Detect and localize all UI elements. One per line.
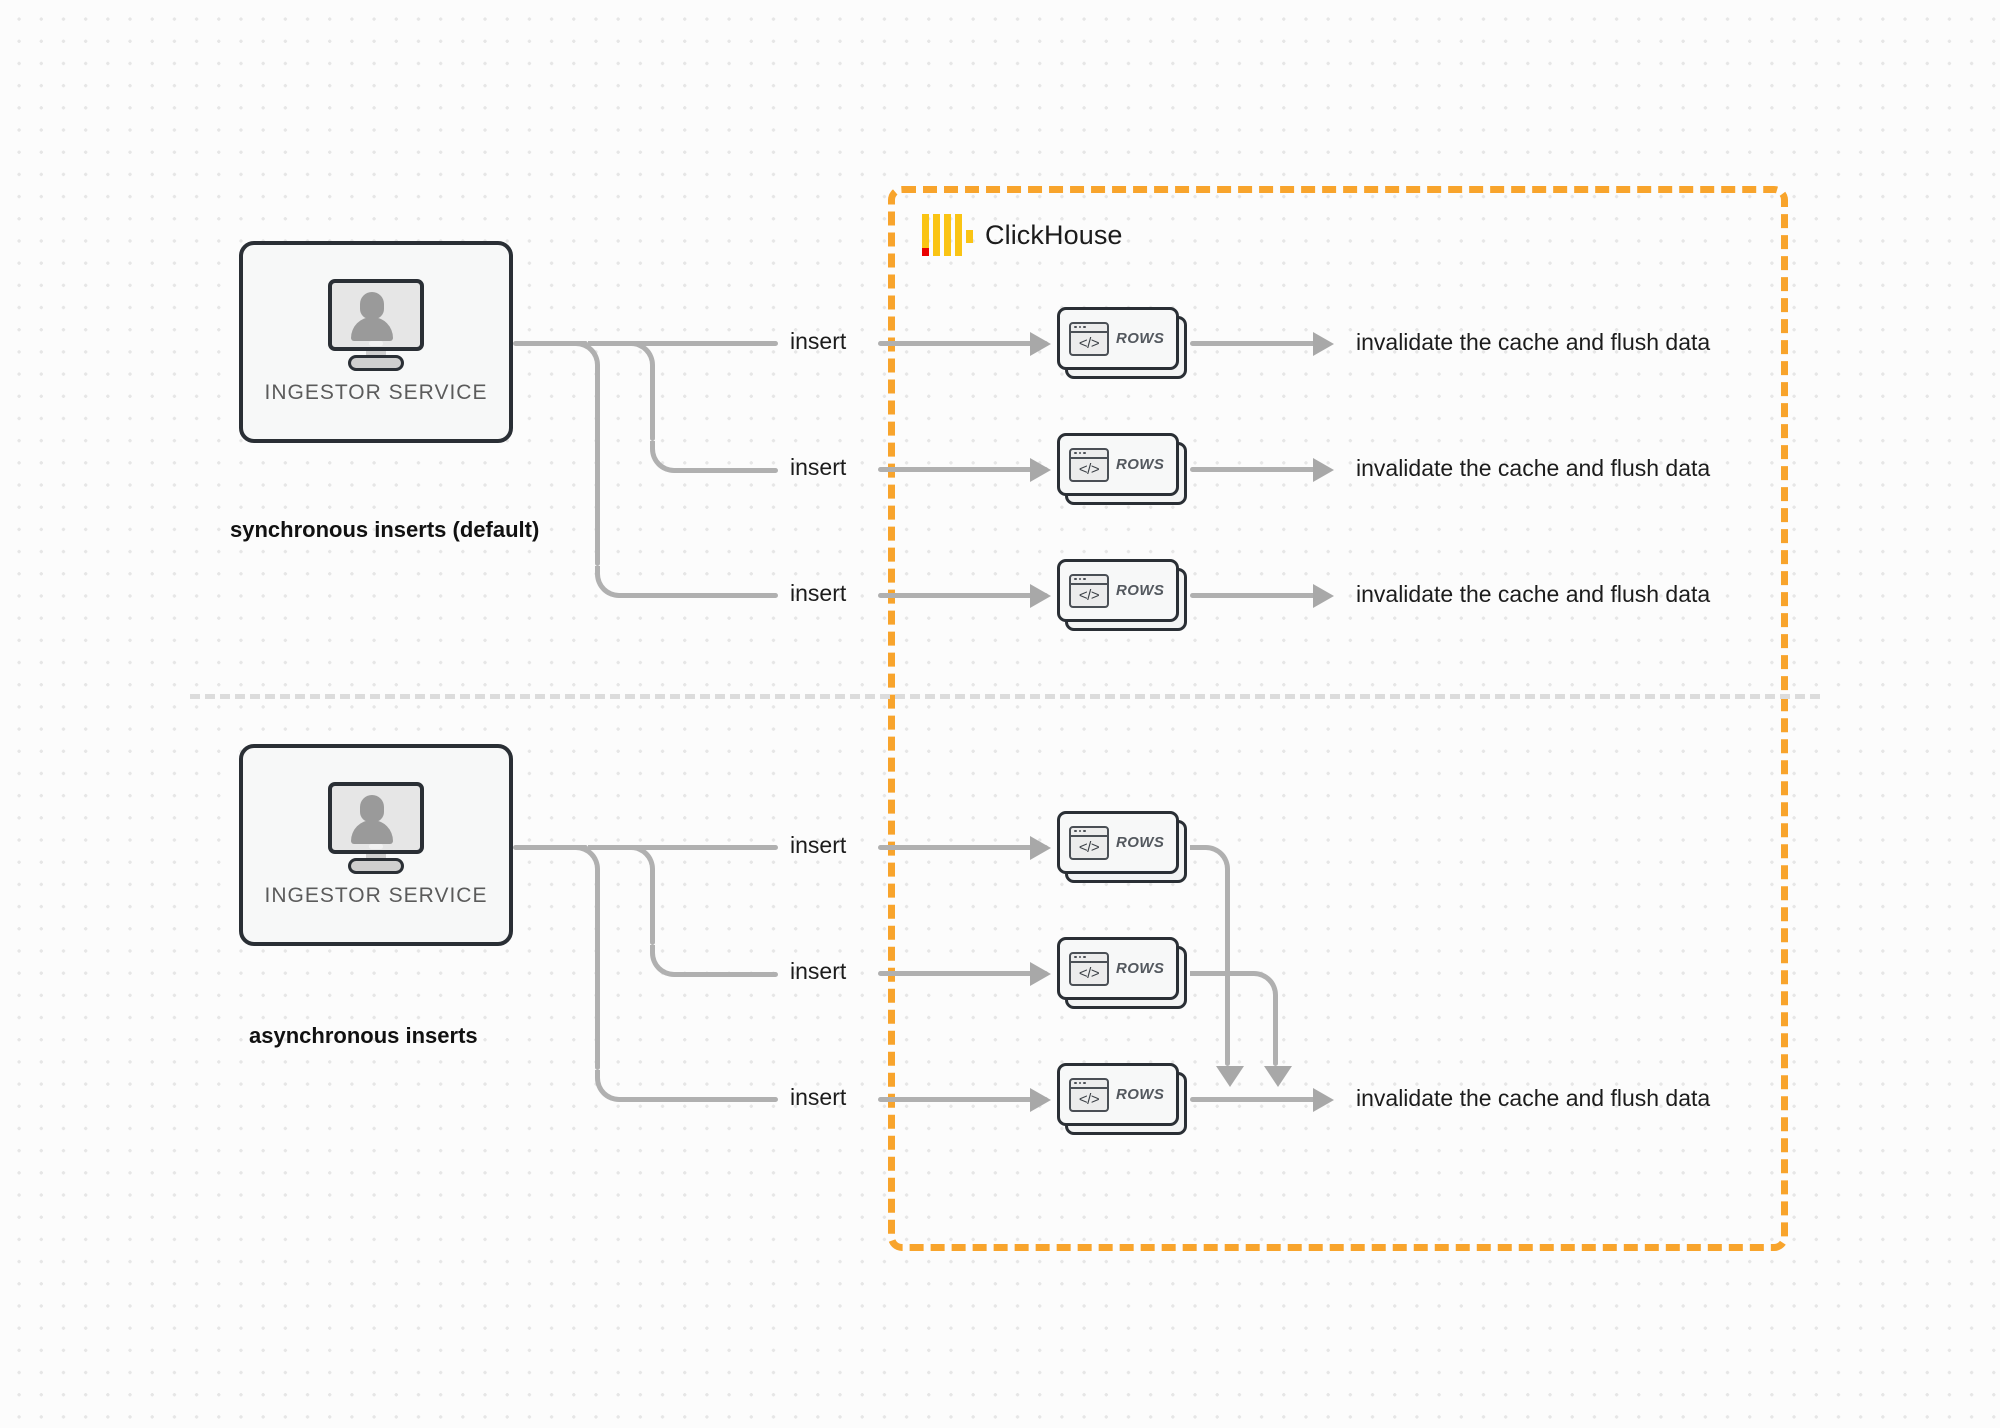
connector-sync-insert-2-arrow-line: [878, 467, 1048, 472]
connector-async-2-corner-top: [588, 845, 655, 875]
connector-sync-flush-1: [1190, 341, 1320, 346]
connector-sync-insert-3-arrow-line: [878, 593, 1048, 598]
connector-async-insert-3-arrow-line: [878, 1097, 1048, 1102]
connector-sync-2-horiz: [706, 468, 778, 473]
rows-node-async-1[interactable]: </> ROWS: [1057, 811, 1187, 883]
connector-sync-2-vert: [650, 366, 655, 441]
connector-async-insert-1-arrow-line: [878, 845, 1048, 850]
arrow-async-flush: [1313, 1088, 1334, 1112]
edge-label-insert-sync-1: insert: [790, 328, 847, 354]
clickhouse-boundary: [888, 186, 1788, 1251]
arrow-sync-flush-1: [1313, 332, 1334, 356]
connector-async-3-corner-bottom: [595, 1070, 657, 1102]
ingestor-service-label-async: INGESTOR SERVICE: [264, 884, 488, 907]
output-label-sync-3: invalidate the cache and flush data: [1356, 581, 1711, 607]
code-window-icon: </>: [1069, 447, 1109, 482]
connector-async-flush-line: [1190, 1097, 1320, 1102]
rows-node-async-3[interactable]: </> ROWS: [1057, 1063, 1187, 1135]
connector-sync-insert-1-arrow-line: [878, 341, 1048, 346]
connector-sync-3-vert: [595, 366, 600, 566]
edge-label-insert-sync-3: insert: [790, 580, 847, 606]
connector-sync-2-corner-bottom: [650, 441, 710, 473]
output-label-sync-1: invalidate the cache and flush data: [1356, 329, 1711, 355]
code-glyph: </>: [1078, 586, 1100, 604]
arrow-async-merge-2: [1264, 1066, 1292, 1087]
connector-async-3-horiz: [653, 1097, 778, 1102]
rows-node-async-2[interactable]: </> ROWS: [1057, 937, 1187, 1009]
sidebar-item-ingestor-service-sync[interactable]: INGESTOR SERVICE: [239, 241, 513, 443]
arrow-sync-insert-3: [1030, 584, 1051, 608]
connector-async-merge-2-corner: [1190, 971, 1278, 1005]
code-glyph: </>: [1078, 460, 1100, 478]
connector-async-merge-1-corner: [1190, 845, 1230, 877]
code-window-icon: </>: [1069, 825, 1109, 860]
clickhouse-brand: ClickHouse: [922, 214, 1123, 256]
connector-async-2-corner-bottom: [650, 945, 710, 977]
ingestor-service-label-sync: INGESTOR SERVICE: [264, 381, 488, 404]
output-label-sync-2: invalidate the cache and flush data: [1356, 455, 1711, 481]
code-window-icon: </>: [1069, 573, 1109, 608]
connector-async-3-vert: [595, 870, 600, 1070]
code-window-icon: </>: [1069, 1077, 1109, 1112]
rows-label: ROWS: [1116, 582, 1165, 599]
arrow-async-insert-3: [1030, 1088, 1051, 1112]
arrow-async-merge-1: [1216, 1066, 1244, 1087]
arrow-async-insert-2: [1030, 962, 1051, 986]
arrow-sync-insert-2: [1030, 458, 1051, 482]
code-window-icon: </>: [1069, 951, 1109, 986]
connector-sync-flush-3: [1190, 593, 1320, 598]
connector-async-2-vert: [650, 870, 655, 945]
arrow-sync-flush-2: [1313, 458, 1334, 482]
output-label-async: invalidate the cache and flush data: [1356, 1085, 1711, 1111]
clickhouse-label: ClickHouse: [985, 219, 1123, 250]
code-glyph: </>: [1078, 1090, 1100, 1108]
edge-label-insert-async-1: insert: [790, 832, 847, 858]
connector-async-2-horiz: [706, 972, 778, 977]
connector-sync-2-corner-top: [588, 341, 655, 371]
code-glyph: </>: [1078, 964, 1100, 982]
section-divider: [190, 694, 1820, 699]
caption-asynchronous: asynchronous inserts: [249, 1023, 478, 1048]
code-window-icon: </>: [1069, 321, 1109, 356]
edge-label-insert-sync-2: insert: [790, 454, 847, 480]
rows-label: ROWS: [1116, 960, 1165, 977]
connector-sync-1a: [588, 341, 778, 346]
monitor-user-icon: [324, 279, 428, 371]
connector-async-3-corner-top: [560, 845, 600, 875]
edge-label-insert-async-3: insert: [790, 1084, 847, 1110]
rows-node-sync-2[interactable]: </> ROWS: [1057, 433, 1187, 505]
caption-synchronous: synchronous inserts (default): [230, 517, 540, 542]
monitor-user-icon: [324, 782, 428, 874]
rows-label: ROWS: [1116, 330, 1165, 347]
connector-async-trunk: [513, 845, 588, 850]
connector-sync-3-corner-bottom: [595, 566, 657, 598]
connector-sync-flush-2: [1190, 467, 1320, 472]
arrow-async-insert-1: [1030, 836, 1051, 860]
arrow-sync-insert-1: [1030, 332, 1051, 356]
connector-sync-trunk: [513, 341, 588, 346]
rows-node-sync-1[interactable]: </> ROWS: [1057, 307, 1187, 379]
rows-label: ROWS: [1116, 456, 1165, 473]
connector-sync-3-horiz: [653, 593, 778, 598]
rows-label: ROWS: [1116, 1086, 1165, 1103]
rows-node-sync-3[interactable]: </> ROWS: [1057, 559, 1187, 631]
rows-label: ROWS: [1116, 834, 1165, 851]
connector-sync-3-corner-top: [560, 341, 600, 371]
code-glyph: </>: [1078, 838, 1100, 856]
connector-async-insert-2-arrow-line: [878, 971, 1048, 976]
arrow-sync-flush-3: [1313, 584, 1334, 608]
edge-label-insert-async-2: insert: [790, 958, 847, 984]
sidebar-item-ingestor-service-async[interactable]: INGESTOR SERVICE: [239, 744, 513, 946]
connector-async-1a: [588, 845, 778, 850]
connector-async-merge-2-vert: [1273, 1000, 1278, 1066]
clickhouse-logo-icon: [922, 214, 973, 256]
code-glyph: </>: [1078, 334, 1100, 352]
connector-async-merge-1-vert: [1225, 872, 1230, 1066]
